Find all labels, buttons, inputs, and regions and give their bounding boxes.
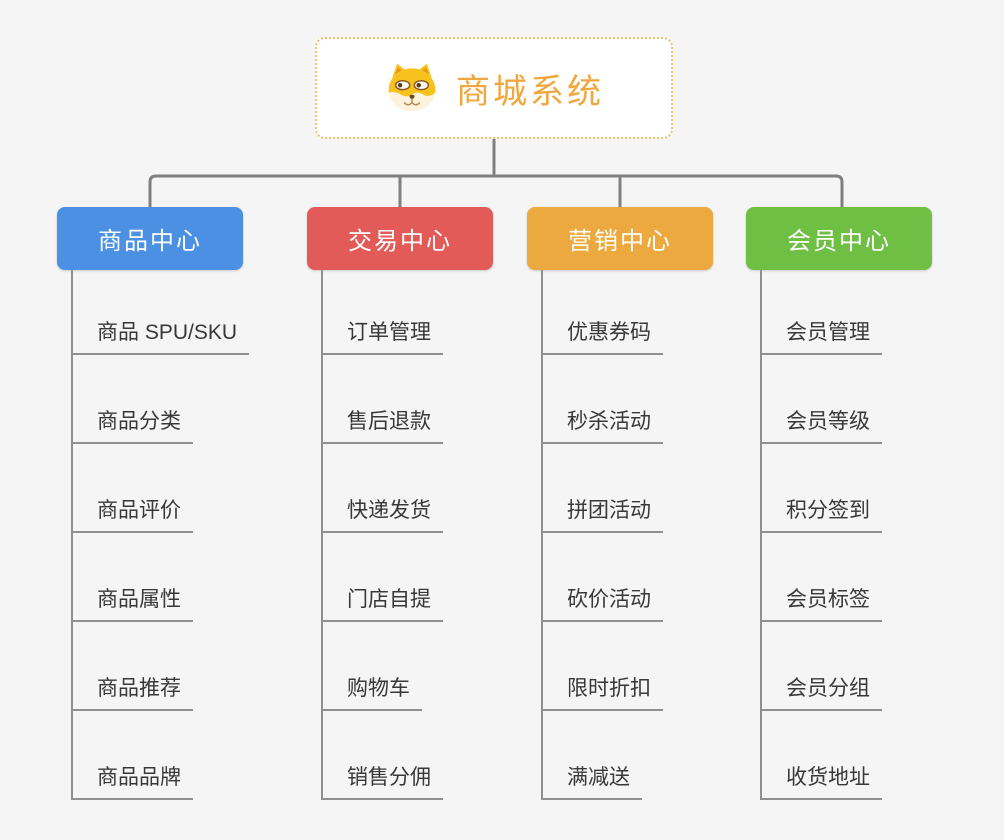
branch-node-trade[interactable]: 交易中心 [307,207,493,270]
leaf-node[interactable]: 秒杀活动 [543,405,663,444]
leaf-node[interactable]: 订单管理 [323,316,443,355]
leaf-node[interactable]: 砍价活动 [543,583,663,622]
dog-face-icon [388,63,436,112]
leaf-node[interactable]: 满减送 [543,761,642,800]
leaf-node[interactable]: 会员标签 [762,583,882,622]
branch-label: 商品中心 [98,228,202,255]
leaf-node[interactable]: 销售分佣 [323,761,443,800]
leaf-node[interactable]: 售后退款 [323,405,443,444]
branch-node-marketing[interactable]: 营销中心 [527,207,713,270]
branch-column-member: 会员中心 会员管理 会员等级 积分签到 会员标签 会员分组 收货地址 [746,207,932,800]
leaf-node[interactable]: 收货地址 [762,761,882,800]
leaf-node[interactable]: 会员分组 [762,672,882,711]
leaf-node[interactable]: 优惠券码 [543,316,663,355]
branch-column-marketing: 营销中心 优惠券码 秒杀活动 拼团活动 砍价活动 限时折扣 满减送 [527,207,713,800]
branch-label: 营销中心 [568,228,672,255]
branch-node-member[interactable]: 会员中心 [746,207,932,270]
branch-node-goods[interactable]: 商品中心 [57,207,243,270]
leaf-node[interactable]: 商品 SPU/SKU [73,316,250,355]
branch-children: 订单管理 售后退款 快递发货 门店自提 购物车 销售分佣 [321,270,443,800]
leaf-node[interactable]: 商品推荐 [73,672,193,711]
leaf-node[interactable]: 限时折扣 [543,672,663,711]
leaf-node[interactable]: 快递发货 [323,494,443,533]
branch-column-goods: 商品中心 商品 SPU/SKU 商品分类 商品评价 商品属性 商品推荐 商品品牌 [57,207,250,800]
leaf-node[interactable]: 门店自提 [323,583,443,622]
branch-children: 会员管理 会员等级 积分签到 会员标签 会员分组 收货地址 [760,270,882,800]
leaf-node[interactable]: 商品评价 [73,494,193,533]
branch-label: 交易中心 [348,228,452,255]
branch-column-trade: 交易中心 订单管理 售后退款 快递发货 门店自提 购物车 销售分佣 [307,207,493,800]
leaf-node[interactable]: 商品分类 [73,405,193,444]
leaf-node[interactable]: 积分签到 [762,494,882,533]
leaf-node[interactable]: 会员等级 [762,405,882,444]
leaf-node[interactable]: 拼团活动 [543,494,663,533]
root-title: 商城系统 [456,72,604,111]
leaf-node[interactable]: 商品属性 [73,583,193,622]
branch-label: 会员中心 [787,228,891,255]
branch-children: 优惠券码 秒杀活动 拼团活动 砍价活动 限时折扣 满减送 [541,270,663,800]
root-node[interactable]: 商城系统 [315,37,673,139]
leaf-node[interactable]: 会员管理 [762,316,882,355]
branch-children: 商品 SPU/SKU 商品分类 商品评价 商品属性 商品推荐 商品品牌 [71,270,250,800]
leaf-node[interactable]: 商品品牌 [73,761,193,800]
leaf-node[interactable]: 购物车 [323,672,422,711]
